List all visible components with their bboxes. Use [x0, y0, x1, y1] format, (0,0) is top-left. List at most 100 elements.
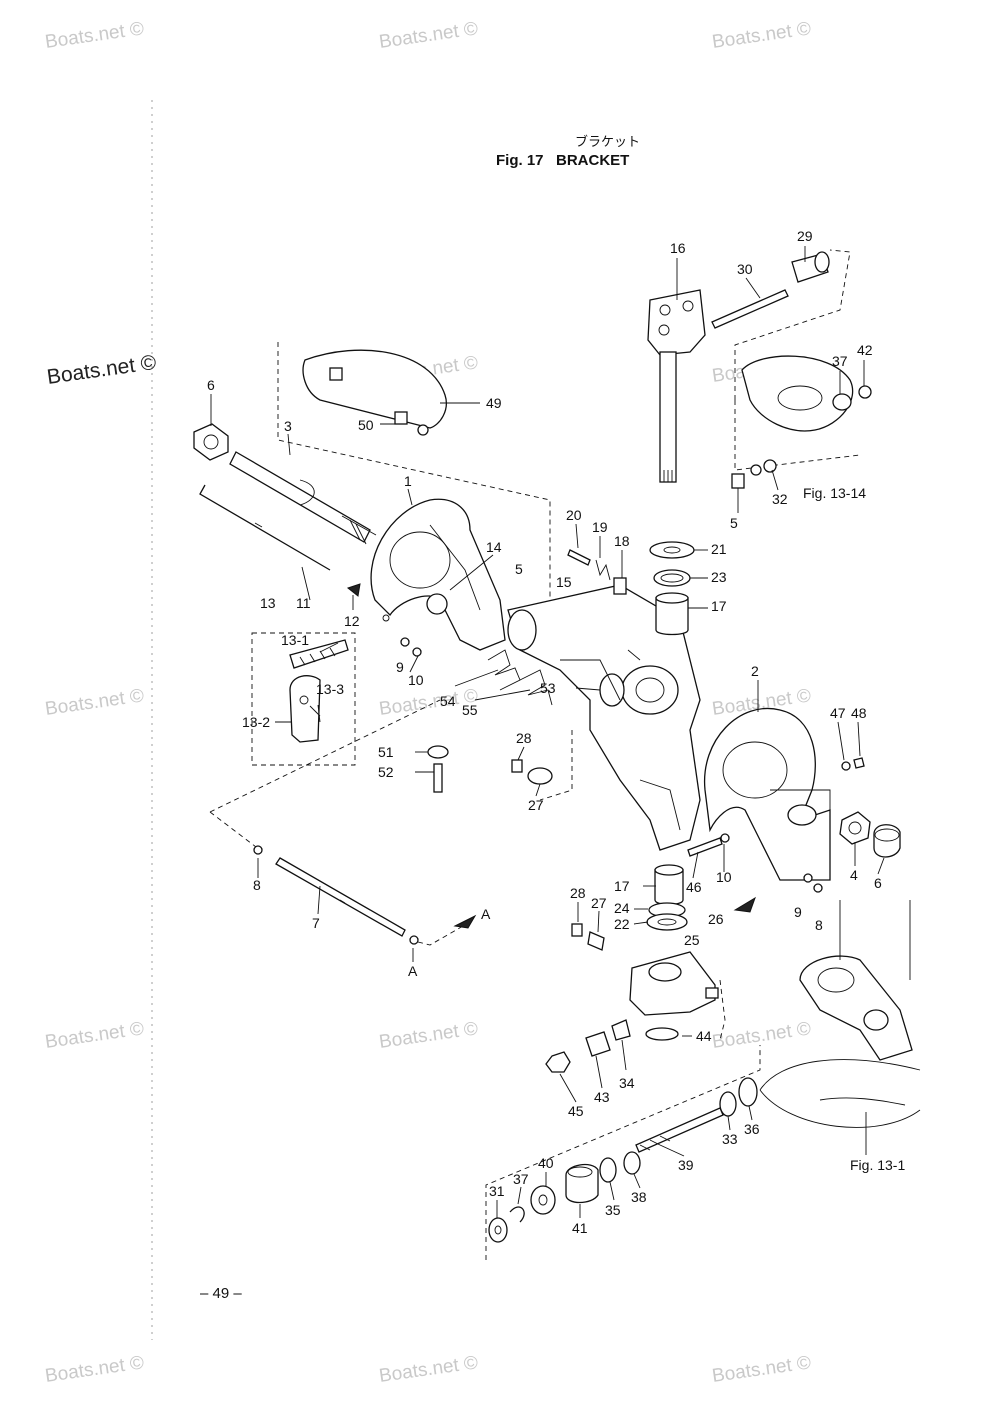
callout-label: 42 — [857, 342, 873, 358]
callout-label: 49 — [486, 395, 502, 411]
callout-label: 39 — [678, 1157, 694, 1173]
callout-label: 32 — [772, 491, 788, 507]
callout-label: 31 — [489, 1183, 505, 1199]
watermark: Boats.net © — [45, 351, 158, 389]
stud-drawing — [427, 745, 449, 793]
springs-drawing — [487, 649, 553, 706]
callout-label: 2 — [751, 663, 759, 679]
tilt-rod-drawing — [209, 699, 471, 946]
callout-label: 44 — [696, 1028, 712, 1044]
callout-label: 25 — [684, 932, 700, 948]
callout-label: 28 — [516, 730, 532, 746]
watermark: Boats.net © — [44, 1352, 146, 1387]
callout-label: 27 — [591, 895, 607, 911]
arrow-a-icon — [733, 896, 756, 913]
callout-label: 13-3 — [316, 681, 344, 697]
steering-shaft-drawing — [647, 289, 706, 483]
callout-label: 48 — [851, 705, 867, 721]
callout-label: 16 — [670, 240, 686, 256]
through-bolt-drawing — [687, 833, 730, 857]
callout-label: 47 — [830, 705, 846, 721]
right-clamp-bracket-drawing — [703, 707, 831, 881]
pivot-bolt-drawing — [635, 1077, 758, 1153]
callout-label: 21 — [711, 541, 727, 557]
callout-label: 27 — [528, 797, 544, 813]
callout-label: 9 — [396, 659, 404, 675]
callout-label: 33 — [722, 1131, 738, 1147]
callout-label: 13-1 — [281, 632, 309, 648]
callout-label: 35 — [605, 1202, 621, 1218]
callout-label: 13-2 — [242, 714, 270, 730]
watermark: Boats.net © — [44, 18, 146, 53]
callout-label: 18 — [614, 533, 630, 549]
callout-label: 6 — [874, 875, 882, 891]
washer-nut-drawing — [841, 757, 865, 771]
callout-label: 12 — [344, 613, 360, 629]
callout-label: 4 — [850, 867, 858, 883]
fig13-1-part-drawing — [759, 900, 921, 1128]
lower-bushing-drawing — [646, 864, 688, 931]
callout-label: 43 — [594, 1089, 610, 1105]
callout-label: 5 — [730, 515, 738, 531]
callout-label: 52 — [378, 764, 394, 780]
callout-label: 17 — [711, 598, 727, 614]
callout-label: 13 — [260, 595, 276, 611]
watermark: Boats.net © — [711, 18, 813, 53]
callout-label: 17 — [614, 878, 630, 894]
callout-label: 10 — [716, 869, 732, 885]
nut-drawing — [193, 423, 229, 461]
left-clamp-bracket-drawing — [370, 498, 506, 651]
callout-label: 19 — [592, 519, 608, 535]
callout-label: 22 — [614, 916, 630, 932]
watermark: Boats.net © — [44, 1018, 146, 1053]
callout-label: 40 — [538, 1155, 554, 1171]
lock-parts-drawing — [567, 549, 627, 595]
callout-label: 38 — [631, 1189, 647, 1205]
callout-label: 55 — [462, 702, 478, 718]
callout-label: 5 — [515, 561, 523, 577]
callout-label: 54 — [440, 693, 456, 709]
callout-label: A — [408, 963, 418, 979]
figure-reference: Fig. 13-1 — [850, 1157, 905, 1173]
callout-label: 23 — [711, 569, 727, 585]
callout-label: 20 — [566, 507, 582, 523]
lower-housing-drawing — [629, 951, 726, 1041]
arrow-a-icon — [453, 914, 477, 929]
callout-label: 7 — [312, 915, 320, 931]
callout-label: 8 — [253, 877, 261, 893]
cap-nut-drawing — [839, 811, 901, 858]
callout-label: 9 — [794, 904, 802, 920]
callout-label: 37 — [832, 353, 848, 369]
callout-label: 24 — [614, 900, 630, 916]
connector-line — [539, 730, 573, 801]
page-number: – 49 – — [200, 1285, 242, 1302]
watermark: Boats.net © — [44, 685, 146, 720]
callout-label: 37 — [513, 1171, 529, 1187]
callout-label: 30 — [737, 261, 753, 277]
pivot-stack-drawing — [488, 1151, 641, 1243]
swivel-bracket-drawing — [507, 584, 701, 851]
lock-lever-assy-drawing — [251, 632, 356, 766]
callout-label: 15 — [556, 574, 572, 590]
figure-reference: Fig. 13-14 — [803, 485, 866, 501]
callout-label: 45 — [568, 1103, 584, 1119]
title-japanese: ブラケット — [575, 134, 640, 150]
callout-label: 3 — [284, 418, 292, 434]
callout-label: 36 — [744, 1121, 760, 1137]
plate-nut-drawing — [545, 1019, 631, 1073]
callout-label: 6 — [207, 377, 215, 393]
watermark: Boats.net © — [378, 1018, 480, 1053]
watermark: Boats.net © — [711, 1352, 813, 1387]
watermark: Boats.net © — [378, 18, 480, 53]
callout-label: 29 — [797, 228, 813, 244]
callout-label: 51 — [378, 744, 394, 760]
upper-bushing-drawing — [649, 541, 695, 636]
callout-label: 11 — [296, 595, 311, 611]
callout-label: 41 — [572, 1220, 588, 1236]
rod-drawing — [199, 484, 331, 571]
seal-ring-drawing — [645, 1027, 679, 1041]
callout-label: 34 — [619, 1075, 635, 1091]
callout-label: 8 — [815, 917, 823, 933]
